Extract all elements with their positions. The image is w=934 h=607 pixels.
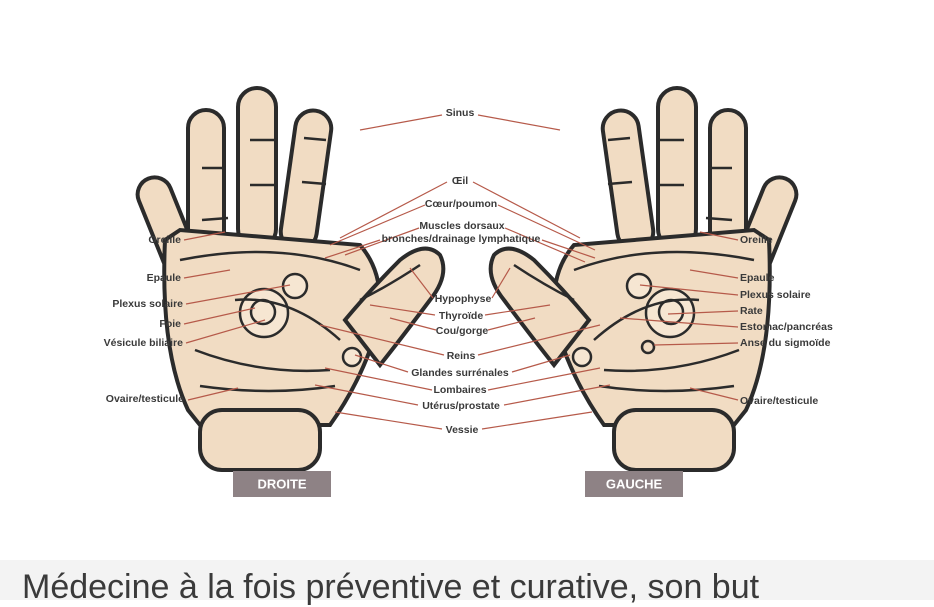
label-plexus-left: Plexus solaire bbox=[740, 289, 811, 301]
label-sinus: Sinus bbox=[446, 107, 475, 119]
label-oreille-left: Oreille bbox=[740, 234, 773, 246]
right-hand bbox=[130, 86, 446, 472]
left-hand bbox=[488, 86, 804, 472]
label-ovaire-left: Ovaire/testicule bbox=[740, 395, 818, 407]
label-plexus-right: Plexus solaire bbox=[112, 298, 183, 310]
label-glandes: Glandes surrénales bbox=[411, 367, 509, 379]
label-oreille-right: Oreille bbox=[148, 234, 181, 246]
label-epaule-left: Epaule bbox=[740, 272, 775, 284]
label-hypophyse: Hypophyse bbox=[435, 293, 492, 305]
label-oeil: Œil bbox=[452, 175, 468, 187]
organ-labels: Sinus Œil Cœur/poumon Muscles dorsaux br… bbox=[104, 107, 833, 436]
label-uterus: Utérus/prostate bbox=[422, 400, 500, 412]
background-article-text: Médecine à la fois préventive et curativ… bbox=[22, 568, 760, 606]
label-vessie: Vessie bbox=[446, 424, 479, 436]
label-vesicule: Vésicule biliaire bbox=[104, 337, 184, 349]
label-rate: Rate bbox=[740, 305, 763, 317]
hand-reflexology-diagram: Sinus Œil Cœur/poumon Muscles dorsaux br… bbox=[104, 86, 833, 497]
label-reins: Reins bbox=[447, 350, 476, 362]
label-coeur-poumon: Cœur/poumon bbox=[425, 198, 497, 210]
label-ovaire-right: Ovaire/testicule bbox=[106, 393, 184, 405]
label-muscles-dorsaux: Muscles dorsaux bbox=[419, 220, 504, 232]
label-foie: Foie bbox=[159, 318, 181, 330]
label-epaule-right: Epaule bbox=[147, 272, 182, 284]
right-hand-plaque: DROITE bbox=[233, 471, 331, 497]
label-cou-gorge: Cou/gorge bbox=[436, 325, 489, 337]
label-anse: Anse du sigmoïde bbox=[740, 337, 831, 349]
label-thyroide: Thyroïde bbox=[439, 310, 483, 322]
diagram-card: Sinus Œil Cœur/poumon Muscles dorsaux br… bbox=[103, 86, 833, 497]
background-article bbox=[0, 560, 934, 600]
left-hand-label: GAUCHE bbox=[606, 477, 663, 492]
leader-lines bbox=[183, 114, 739, 430]
label-bronches: bronches/drainage lymphatique bbox=[382, 233, 541, 245]
label-lombaires: Lombaires bbox=[433, 384, 486, 396]
right-hand-label: DROITE bbox=[257, 477, 306, 492]
left-hand-plaque: GAUCHE bbox=[585, 471, 683, 497]
label-estomac: Estomac/pancréas bbox=[740, 321, 833, 333]
